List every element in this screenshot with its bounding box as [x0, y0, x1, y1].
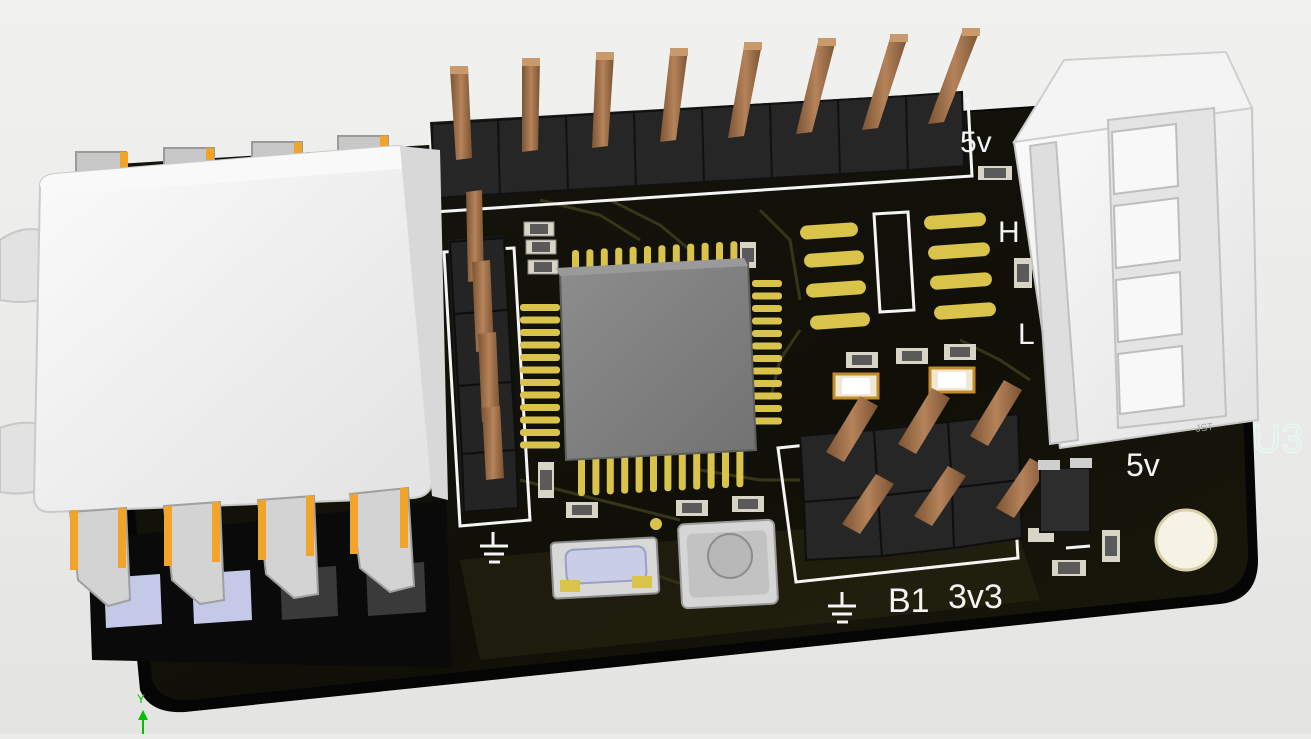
silk-ref-u3: U3 [1252, 417, 1303, 461]
axis-y-indicator: Y [137, 692, 148, 734]
mcu-pad [520, 416, 560, 424]
mcu-pad [520, 441, 560, 449]
mcu-pad [752, 380, 782, 387]
jst-label: JST [1195, 422, 1214, 435]
mcu-chip-top-edge [556, 258, 748, 276]
left-module [0, 135, 452, 668]
silk-label-b1: B1 [888, 582, 930, 620]
mcu-pad [752, 355, 782, 362]
mcu-pad [752, 392, 782, 400]
silk-label-5v-top: 5v [960, 126, 992, 159]
header-top-pin-tips [450, 28, 980, 74]
mcu-pad [650, 452, 657, 492]
mcu-pad [736, 447, 744, 488]
mcu-pad [707, 448, 715, 489]
mcu-chip [558, 260, 758, 462]
mcu-pad [520, 341, 560, 349]
mcu-pad [635, 452, 643, 493]
mcu-pad [520, 429, 560, 436]
mcu-pad [752, 330, 782, 337]
mcu-pad [621, 453, 629, 494]
mcu-pad [752, 317, 782, 325]
jst-connector: JST [1012, 50, 1260, 450]
mcu-pad [520, 391, 560, 399]
voltage-regulator [1038, 458, 1092, 550]
crystal-oscillator [549, 536, 661, 600]
mcu-pad [520, 404, 560, 411]
header-icsp-pins [826, 380, 1048, 534]
mcu-pad [520, 366, 560, 374]
silk-label-3v3: 3v3 [948, 578, 1003, 616]
mcu-pad [752, 305, 782, 312]
silk-label-5v-bottom: 5v [1126, 447, 1160, 483]
mcu-pad [752, 367, 782, 375]
mcu-pad [520, 316, 560, 324]
axis-y-label: Y [137, 692, 145, 706]
mcu-pad [520, 379, 560, 386]
mcu-pad [752, 280, 782, 287]
mcu-pad [752, 292, 782, 300]
mcu-pad [520, 304, 560, 311]
silk-label-l: L [1018, 318, 1035, 351]
mcu-pad [520, 354, 560, 361]
smd-passives-mid [566, 166, 1120, 576]
silk-label-h: H [998, 216, 1020, 249]
mcu-pad [752, 417, 782, 425]
mcu-pad [592, 455, 600, 496]
header-top-pins [450, 30, 980, 160]
mcu-pad [678, 450, 686, 491]
mcu-pad [693, 449, 701, 490]
soic-silkscreen [872, 210, 916, 314]
soic-pads [800, 212, 996, 330]
mcu-pad [752, 405, 782, 412]
mcu-pad [722, 448, 729, 488]
ground-symbol-icon [480, 532, 508, 564]
ground-symbol-icon [828, 592, 856, 624]
test-pad [650, 518, 662, 530]
header-top-housings [430, 90, 966, 200]
mounting-hole [1154, 508, 1218, 572]
mcu-pad [578, 456, 585, 496]
header-left-pins [466, 190, 504, 480]
smd-passives-left [523, 221, 756, 498]
mcu-pad [664, 451, 672, 492]
mcu-pad [606, 454, 614, 495]
mcu-pad [520, 329, 560, 336]
reset-button[interactable] [677, 518, 779, 610]
mcu-pad [752, 342, 782, 350]
